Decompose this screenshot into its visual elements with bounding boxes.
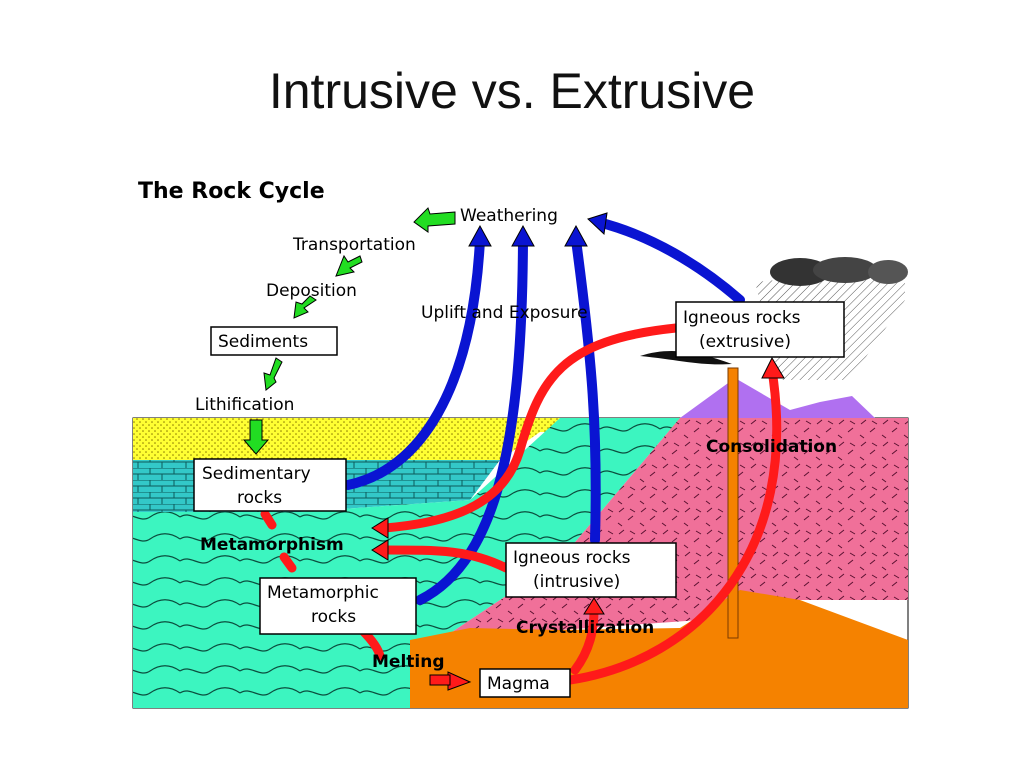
volcano-conduit — [727, 367, 739, 639]
metamorphic-layer — [133, 418, 680, 708]
sedimentary-rocks-box — [193, 458, 347, 512]
diagram-title: The Rock Cycle — [138, 179, 325, 204]
cloud-icon — [770, 258, 830, 286]
sediments-box — [210, 326, 338, 356]
label-weathering: Weathering — [460, 206, 558, 226]
label-igneous-intrusive-2: (intrusive) — [533, 572, 620, 592]
label-sedimentary-rocks-2: rocks — [237, 488, 282, 508]
label-crystallization: Crystallization — [516, 618, 654, 638]
label-melting: Melting — [372, 652, 445, 672]
sediment-layer-yellow — [133, 418, 560, 460]
label-igneous-extrusive-2: (extrusive) — [699, 332, 791, 352]
green-arrow-icon — [413, 207, 456, 233]
label-deposition: Deposition — [266, 281, 357, 301]
slide-title: Intrusive vs. Extrusive — [268, 63, 756, 119]
label-igneous-intrusive-1: Igneous rocks — [513, 548, 631, 568]
label-uplift: Uplift and Exposure — [421, 303, 588, 323]
label-metamorphic-rocks-1: Metamorphic — [267, 583, 379, 603]
label-lithification: Lithification — [195, 395, 294, 415]
label-magma: Magma — [487, 674, 550, 694]
igneous-intrusive-box — [505, 542, 677, 598]
label-sediments: Sediments — [218, 332, 308, 352]
label-consolidation: Consolidation — [706, 437, 837, 457]
red-arrow-icon — [380, 323, 681, 533]
label-sedimentary-rocks-1: Sedimentary — [202, 464, 311, 484]
blue-arrow-icon — [343, 235, 485, 490]
metamorphic-rocks-box — [259, 577, 417, 635]
label-metamorphic-rocks-2: rocks — [311, 607, 356, 627]
magma-box — [479, 668, 571, 698]
label-transportation: Transportation — [292, 235, 416, 255]
igneous-extrusive-box — [675, 301, 845, 358]
label-igneous-extrusive-1: Igneous rocks — [683, 308, 801, 328]
green-arrows — [242, 207, 456, 455]
red-arrows — [260, 323, 782, 685]
label-metamorphism: Metamorphism — [200, 535, 344, 555]
blue-arrows — [343, 217, 745, 605]
